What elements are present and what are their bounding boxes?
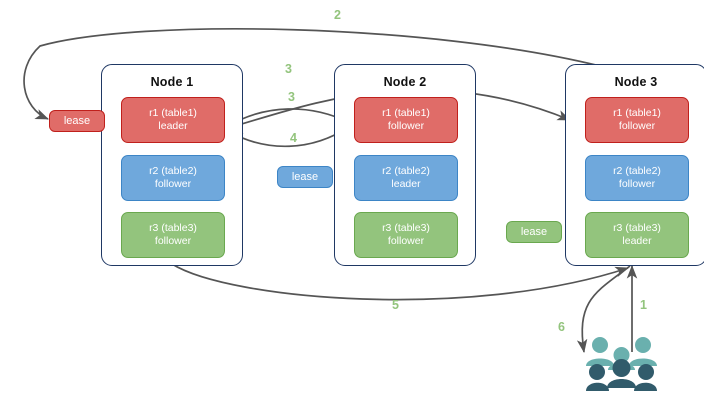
step-label-4: 4: [290, 131, 297, 145]
node-box-node-1[interactable]: Node 1 r1 (table1) leader r2 (table2) fo…: [101, 64, 243, 266]
replica-role: leader: [158, 120, 188, 132]
node-title: Node 2: [383, 75, 427, 89]
replica-role: follower: [387, 235, 425, 247]
arrow-step-5: [171, 263, 629, 301]
step-label-5: 5: [392, 298, 399, 312]
replica-role: follower: [154, 235, 192, 247]
node-box-node-3[interactable]: Node 3 r1 (table1) follower r2 (table2) …: [565, 64, 704, 266]
replica-name: r2 (table2): [149, 164, 197, 177]
lease-badge-table3[interactable]: lease: [506, 221, 562, 243]
replica-role: follower: [618, 178, 656, 190]
replica-name: r3 (table3): [382, 221, 430, 234]
replica-node1-r2[interactable]: r2 (table2) follower: [121, 155, 225, 201]
replica-node1-r3[interactable]: r3 (table3) follower: [121, 212, 225, 258]
replica-name: r1 (table1): [613, 106, 661, 119]
replica-node2-r2[interactable]: r2 (table2) leader: [354, 155, 458, 201]
lease-label: lease: [63, 115, 91, 127]
clients-people-icon: [586, 337, 657, 391]
replica-node1-r1[interactable]: r1 (table1) leader: [121, 97, 225, 143]
step-label-2: 2: [334, 8, 341, 22]
replica-name: r1 (table1): [382, 106, 430, 119]
replica-name: r1 (table1): [149, 106, 197, 119]
node-title: Node 1: [150, 75, 194, 89]
replica-name: r3 (table3): [613, 221, 661, 234]
arrow-step-3-lower: [227, 108, 349, 127]
replica-role: follower: [618, 120, 656, 132]
replica-role: follower: [154, 178, 192, 190]
replica-role: leader: [622, 235, 652, 247]
step-label-3b: 3: [288, 90, 295, 104]
lease-badge-table2[interactable]: lease: [277, 166, 333, 188]
step-label-3a: 3: [285, 62, 292, 76]
node-title: Node 3: [614, 75, 658, 89]
replica-node2-r3[interactable]: r3 (table3) follower: [354, 212, 458, 258]
replica-role: follower: [387, 120, 425, 132]
people-front-row: [586, 359, 657, 391]
lease-label: lease: [291, 171, 319, 183]
replica-node2-r1[interactable]: r1 (table1) follower: [354, 97, 458, 143]
replica-node3-r2[interactable]: r2 (table2) follower: [585, 155, 689, 201]
step-label-6: 6: [558, 320, 565, 334]
lease-label: lease: [520, 226, 548, 238]
node-box-node-2[interactable]: Node 2 r1 (table1) follower r2 (table2) …: [334, 64, 476, 266]
lease-badge-table1[interactable]: lease: [49, 110, 105, 132]
replica-node3-r3[interactable]: r3 (table3) leader: [585, 212, 689, 258]
step-label-1: 1: [640, 298, 647, 312]
replica-name: r3 (table3): [149, 221, 197, 234]
replica-name: r2 (table2): [613, 164, 661, 177]
replica-name: r2 (table2): [382, 164, 430, 177]
replica-role: leader: [391, 178, 421, 190]
replica-node3-r1[interactable]: r1 (table1) follower: [585, 97, 689, 143]
